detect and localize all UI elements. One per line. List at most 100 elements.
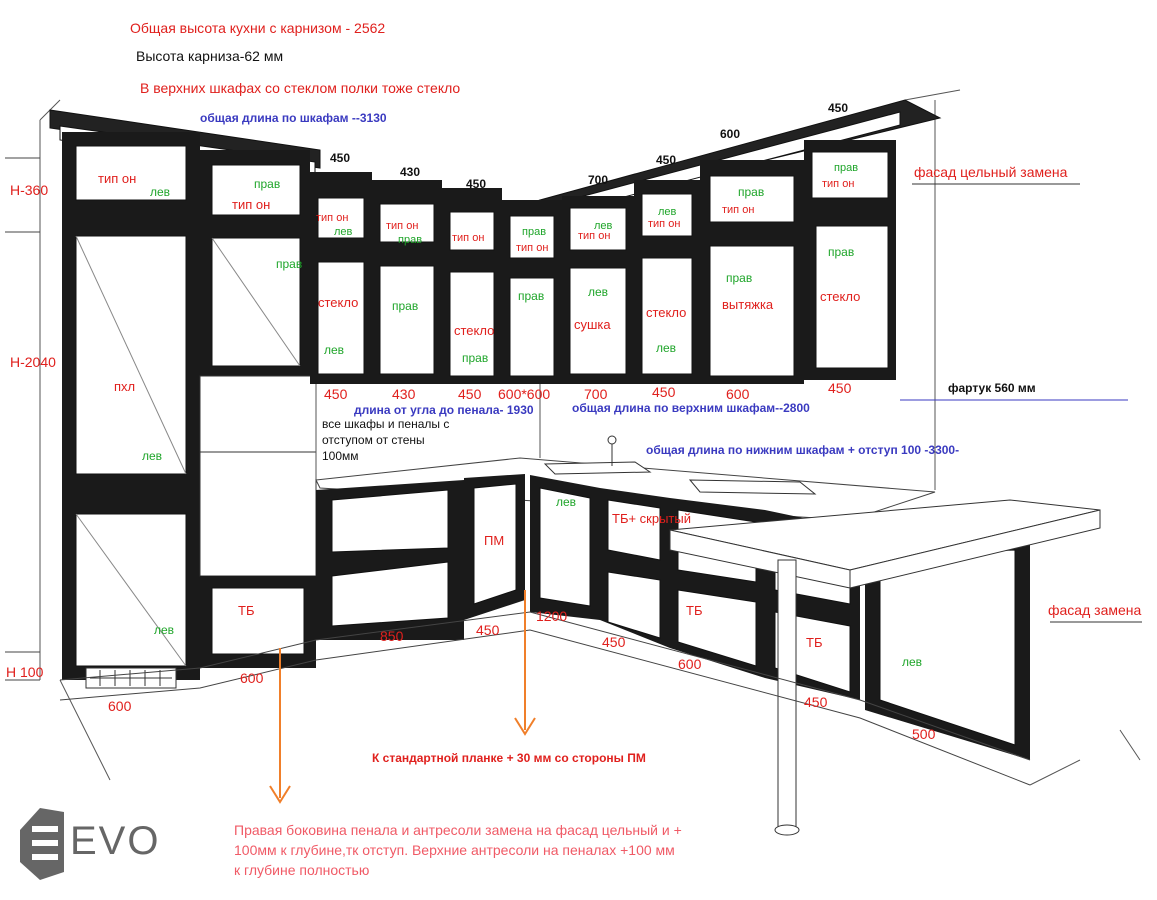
upper-dim-8: 450: [828, 380, 852, 396]
plinth: [59, 611, 1031, 786]
label-prav-2: прав: [276, 257, 303, 271]
underlines: [912, 183, 1142, 623]
upper-dim-2: 430: [392, 386, 416, 402]
label-prav-10: прав: [834, 162, 859, 174]
cornice-height-note: Высота карниза-62 мм: [136, 48, 284, 64]
indent-note-3: 100мм: [322, 449, 359, 463]
label-tip-on-6: тип он: [516, 242, 549, 254]
label-sushka: сушка: [574, 317, 611, 332]
label-tb-2: ТБ: [686, 603, 703, 618]
upper-cabinets-left-glass: [317, 197, 555, 377]
lower-dim-850: 850: [380, 628, 404, 644]
label-tip-on-1: тип он: [98, 171, 137, 186]
label-lev-6: лев: [594, 220, 613, 232]
glass-shelves-note: В верхних шкафах со стеклом полки тоже с…: [140, 80, 461, 96]
upper-length-note: общая длина по верхним шкафам--2800: [572, 401, 810, 415]
indent-note-1: все шкафы и пеналы с: [322, 417, 450, 431]
label-tip-on-4: тип он: [386, 220, 419, 232]
label-steklo-4: стекло: [820, 289, 861, 304]
lower-dim-450b: 450: [602, 634, 626, 650]
label-lev-10: лев: [556, 495, 577, 509]
height-2040: Н-2040: [10, 354, 56, 370]
label-prav-1: прав: [254, 177, 281, 191]
backsplash: [315, 384, 936, 521]
label-tb-hidden: ТБ+ скрытый: [612, 511, 691, 526]
lower-dim-600c: 600: [678, 656, 702, 672]
pencil-cabinet-right: [199, 150, 317, 668]
label-lev-5: лев: [324, 343, 345, 357]
label-lev-1: лев: [150, 185, 171, 199]
upper-dim-1: 450: [324, 386, 348, 402]
lower-dim-450a: 450: [476, 622, 500, 638]
apron-note: фартук 560 мм: [948, 381, 1036, 395]
upper-dim-3: 450: [458, 386, 482, 402]
lower-dim-600b: 600: [240, 670, 264, 686]
evo-logo: [20, 808, 64, 880]
facade-solid-note: фасад цельный замена: [914, 164, 1068, 180]
label-prav-11: прав: [828, 245, 855, 259]
lower-dim-600a: 600: [108, 698, 132, 714]
label-steklo-3: стекло: [646, 305, 687, 320]
label-pkhl: пхл: [114, 379, 136, 394]
bottom-note-1: Правая боковина пенала и антресоли замен…: [234, 822, 682, 838]
bar-counter: [669, 499, 1101, 836]
bottom-note-2: 100мм к глубине,тк отступ. Верхние антре…: [234, 842, 675, 858]
label-lev-4: лев: [334, 226, 353, 238]
height-360: Н-360: [10, 182, 49, 198]
label-tb-1: ТБ: [238, 603, 255, 618]
top-dim-5: 450: [656, 153, 677, 167]
label-tip-on-9: тип он: [722, 204, 755, 216]
corner-to-pencil-note: длина от угла до пенала- 1930: [354, 403, 534, 417]
top-dim-6: 600: [720, 127, 741, 141]
label-tip-on-2: тип он: [232, 197, 271, 212]
label-tip-on-5: тип он: [452, 232, 485, 244]
upper-dim-5: 700: [584, 386, 608, 402]
label-steklo-1: стекло: [318, 295, 359, 310]
label-vytyazhka: вытяжка: [722, 297, 774, 312]
lower-dim-1200: 1200: [536, 608, 568, 624]
label-lev-3: лев: [154, 623, 175, 637]
pencil-cabinet-left: [62, 132, 200, 689]
reference-lines: [5, 157, 1128, 681]
lower-length-note: общая длина по нижним шкафам + отступ 10…: [646, 443, 960, 457]
total-length-note: общая длина по шкафам --3130: [200, 111, 387, 125]
label-lev-11: лев: [902, 655, 923, 669]
label-lev-2: лев: [142, 449, 163, 463]
upper-cabinets-right-glass: [569, 151, 889, 377]
label-tb-3: ТБ: [806, 635, 823, 650]
label-tip-on-7: тип он: [578, 230, 611, 242]
orange-arrows: [269, 590, 536, 804]
bottom-note-3: к глубине полностью: [234, 862, 370, 878]
label-lev-9: лев: [656, 341, 677, 355]
label-prav-7: прав: [518, 289, 545, 303]
top-dim-2: 430: [400, 165, 421, 179]
label-steklo-2: стекло: [454, 323, 495, 338]
top-dim-7: 450: [828, 101, 849, 115]
label-tip-on-3: тип он: [316, 212, 349, 224]
label-pm: ПМ: [484, 533, 505, 548]
upper-dim-4: 600*600: [498, 386, 551, 402]
total-height-note: Общая высота кухни с карнизом - 2562: [130, 20, 386, 36]
label-prav-5: прав: [462, 351, 489, 365]
sink-and-hob: [543, 435, 817, 495]
lower-dim-450c: 450: [804, 694, 828, 710]
label-tip-on-8: тип он: [648, 218, 681, 230]
label-prav-8: прав: [738, 185, 765, 199]
top-dim-3: 450: [466, 177, 487, 191]
label-prav-6: прав: [522, 226, 547, 238]
facade-replace-note: фасад замена: [1048, 602, 1142, 618]
label-prav-9: прав: [726, 271, 753, 285]
label-lev-8: лев: [658, 206, 677, 218]
height-100: Н 100: [6, 664, 44, 680]
label-prav-3: прав: [398, 234, 423, 246]
indent-note-2: отступом от стены: [322, 433, 425, 447]
logo-text: EVO: [70, 819, 161, 863]
upper-dim-7: 600: [726, 386, 750, 402]
label-prav-4: прав: [392, 299, 419, 313]
lower-dim-500: 500: [912, 726, 936, 742]
label-tip-on-10: тип он: [822, 178, 855, 190]
top-dim-1: 450: [330, 151, 351, 165]
top-dim-4: 700: [588, 173, 609, 187]
